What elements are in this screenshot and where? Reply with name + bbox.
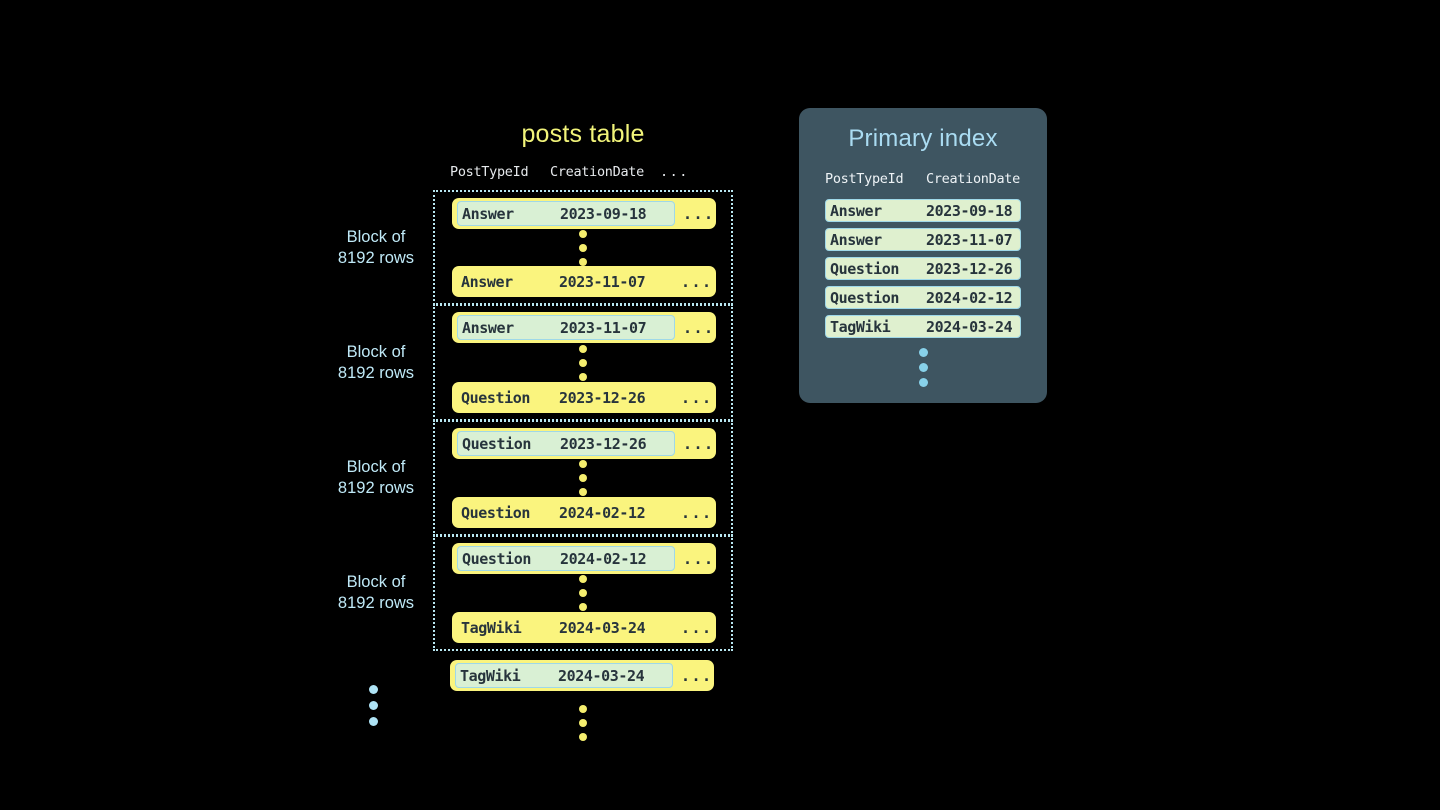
table-row: Answer 2023-09-18 ... [452, 198, 716, 229]
table-row: TagWiki 2024-03-24 ... [450, 660, 714, 691]
block-label: Block of 8192 rows [337, 227, 415, 267]
cell-creation-date: 2023-12-26 [559, 388, 646, 407]
cell-post-type-id: Question [462, 549, 532, 568]
cell-more: ... [681, 272, 713, 291]
cell-post-type-id: TagWiki [460, 666, 521, 685]
index-cell-creation-date: 2023-12-26 [925, 259, 1013, 278]
block-label: Block of 8192 rows [337, 573, 415, 612]
cell-more: ... [683, 318, 715, 337]
primary-index-title: Primary index [848, 125, 998, 152]
cell-creation-date: 2023-11-07 [559, 272, 646, 291]
cell-more: ... [681, 388, 713, 407]
primary-index-rows: Answer 2023-09-18 Answer 2023-11-07 Ques… [799, 199, 1047, 338]
cell-more: ... [683, 204, 715, 223]
row-key-cells: Question 2023-12-26 [457, 385, 673, 410]
index-continuation-ellipsis-icon [799, 348, 1047, 387]
column-header-post-type-id: PostTypeId [450, 164, 529, 180]
posts-table-column-headers: PostTypeId CreationDate ... [450, 164, 714, 180]
index-cell-post-type-id: Question [830, 288, 900, 307]
cell-post-type-id: TagWiki [461, 618, 522, 637]
block-label: Block of 8192 rows [337, 458, 415, 497]
index-cell-creation-date: 2023-09-18 [925, 201, 1013, 220]
cell-creation-date: 2023-11-07 [560, 318, 647, 337]
cell-more: ... [681, 618, 713, 637]
index-row: Answer 2023-09-18 [825, 199, 1021, 222]
row-key-highlight: Question 2023-12-26 [457, 431, 675, 456]
cell-more: ... [683, 434, 715, 453]
cell-creation-date: 2024-02-12 [560, 549, 647, 568]
vertical-ellipsis-icon [579, 229, 587, 266]
cell-creation-date: 2024-02-12 [559, 503, 646, 522]
index-cell-creation-date: 2023-11-07 [925, 230, 1013, 249]
primary-index-panel: Primary index PostTypeId CreationDate An… [799, 108, 1047, 403]
row-key-highlight: TagWiki 2024-03-24 [455, 663, 673, 688]
cell-post-type-id: Question [461, 388, 531, 407]
index-column-header-creation-date: CreationDate [926, 171, 1020, 187]
vertical-ellipsis-icon [579, 344, 587, 381]
index-row: TagWiki 2024-03-24 [825, 315, 1021, 338]
cell-creation-date: 2023-12-26 [560, 434, 647, 453]
cell-post-type-id: Answer [462, 204, 514, 223]
blocks-continuation-ellipsis-icon [369, 685, 378, 726]
table-row: Answer 2023-11-07 ... [452, 312, 716, 343]
cell-post-type-id: Answer [462, 318, 514, 337]
table-row: Question 2024-02-12 ... [452, 497, 716, 528]
table-continuation-ellipsis-icon [579, 705, 587, 741]
cell-post-type-id: Question [462, 434, 532, 453]
table-row: TagWiki 2024-03-24 ... [452, 612, 716, 643]
row-key-cells: Question 2024-02-12 [457, 500, 673, 525]
index-cell-post-type-id: Question [830, 259, 900, 278]
row-key-highlight: Answer 2023-11-07 [457, 315, 675, 340]
row-key-cells: TagWiki 2024-03-24 [457, 615, 673, 640]
trailing-row-wrapper: TagWiki 2024-03-24 ... [433, 660, 733, 700]
vertical-ellipsis-icon [579, 575, 587, 611]
column-header-more: ... [660, 164, 689, 180]
data-block: Block of 8192 rows Answer 2023-11-07 ...… [338, 304, 733, 421]
index-cell-post-type-id: Answer [830, 230, 882, 249]
cell-creation-date: 2023-09-18 [560, 204, 647, 223]
index-row: Answer 2023-11-07 [825, 228, 1021, 251]
data-block: Block of 8192 rows Question 2023-12-26 .… [338, 420, 733, 536]
data-block: Block of 8192 rows Question 2024-02-12 .… [338, 535, 733, 651]
index-row: Question 2024-02-12 [825, 286, 1021, 309]
index-column-header-post-type-id: PostTypeId [825, 171, 904, 187]
table-row: Question 2024-02-12 ... [452, 543, 716, 574]
table-row: Answer 2023-11-07 ... [452, 266, 716, 297]
index-cell-post-type-id: TagWiki [830, 317, 891, 336]
table-row: Question 2023-12-26 ... [452, 428, 716, 459]
column-header-creation-date: CreationDate [550, 164, 644, 180]
index-row: Question 2023-12-26 [825, 257, 1021, 280]
row-key-highlight: Question 2024-02-12 [457, 546, 675, 571]
cell-more: ... [681, 666, 713, 685]
row-key-cells: Answer 2023-11-07 [457, 269, 673, 294]
cell-post-type-id: Question [461, 503, 531, 522]
cell-more: ... [683, 549, 715, 568]
cell-more: ... [681, 503, 713, 522]
cell-creation-date: 2024-03-24 [559, 618, 646, 637]
primary-index-column-headers: PostTypeId CreationDate [799, 171, 1047, 187]
index-cell-post-type-id: Answer [830, 201, 882, 220]
vertical-ellipsis-icon [579, 460, 587, 496]
posts-table-title: posts table [521, 120, 645, 148]
row-key-highlight: Answer 2023-09-18 [457, 201, 675, 226]
block-label: Block of 8192 rows [337, 342, 415, 382]
posts-table-blocks: Block of 8192 rows Answer 2023-09-18 ...… [338, 190, 733, 651]
table-row: Question 2023-12-26 ... [452, 382, 716, 413]
cell-post-type-id: Answer [461, 272, 513, 291]
index-cell-creation-date: 2024-02-12 [925, 288, 1013, 307]
data-block: Block of 8192 rows Answer 2023-09-18 ...… [338, 190, 733, 305]
cell-creation-date: 2024-03-24 [558, 666, 645, 685]
index-cell-creation-date: 2024-03-24 [925, 317, 1013, 336]
